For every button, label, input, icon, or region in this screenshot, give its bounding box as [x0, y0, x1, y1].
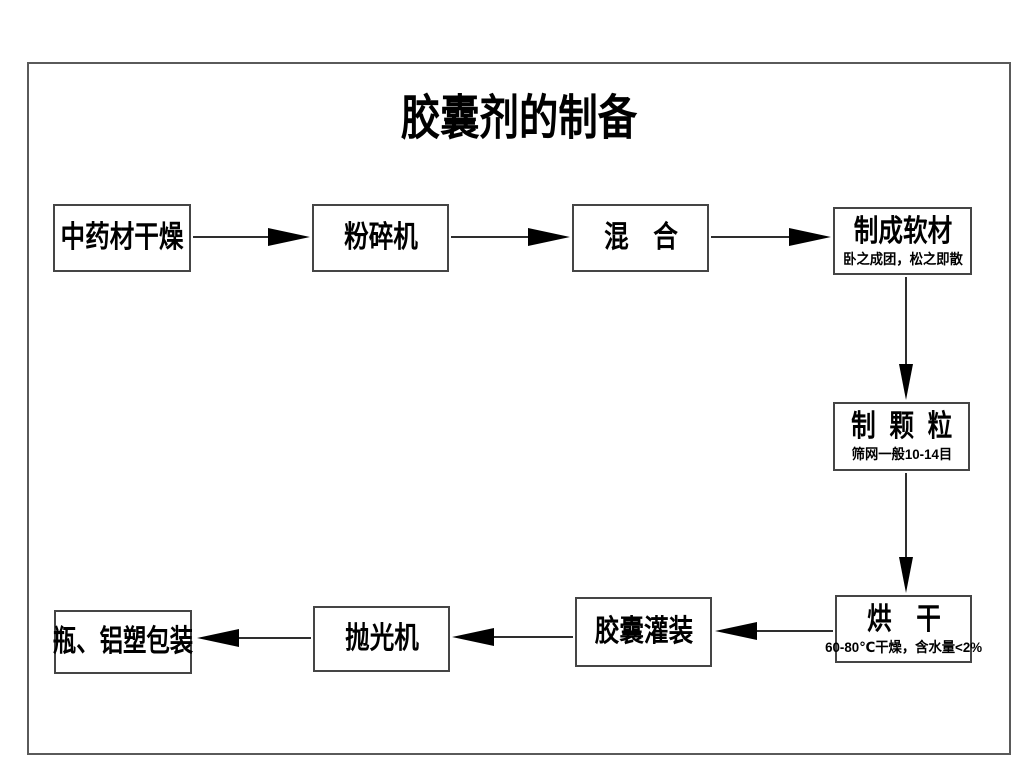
arrow-shaft [711, 236, 791, 238]
arrowhead-left-icon [452, 628, 494, 646]
node-capsule-filling: 胶囊灌装 [575, 597, 712, 667]
arrow-shaft [905, 473, 907, 559]
node-oven-drying: 烘 干 60-80℃干燥，含水量<2% [825, 595, 982, 663]
diagram-title: 胶囊剂的制备 [400, 92, 638, 145]
node-label: 烘 干 [866, 602, 941, 636]
node-note: 60-80℃干燥，含水量<2% [825, 638, 982, 655]
node-label: 瓶、铝塑包装 [52, 625, 194, 658]
arrowhead-left-icon [197, 629, 239, 647]
arrow-soft-material-to-granulation [899, 277, 913, 400]
node-packaging: 瓶、铝塑包装 [52, 610, 194, 674]
node-label: 抛光机 [344, 622, 419, 655]
node-crusher: 粉碎机 [312, 204, 449, 272]
arrow-crusher-to-mixing [451, 228, 570, 246]
arrowhead-left-icon [715, 622, 757, 640]
arrow-filling-to-polisher [452, 628, 573, 646]
node-soft-material: 制成软材 卧之成团，松之即散 [833, 207, 972, 275]
arrow-shaft [755, 630, 833, 632]
arrowhead-right-icon [268, 228, 310, 246]
node-granulation: 制 颗 粒 筛网一般10-14目 [833, 402, 970, 471]
arrow-oven-to-filling [715, 622, 833, 640]
node-label: 中药材干燥 [60, 221, 184, 254]
arrow-drying-to-crusher [193, 228, 310, 246]
arrowhead-right-icon [789, 228, 831, 246]
node-raw-material-drying: 中药材干燥 [53, 204, 191, 272]
arrow-polisher-to-packaging [197, 629, 311, 647]
arrow-shaft [451, 236, 530, 238]
arrow-shaft [237, 637, 311, 639]
node-note: 卧之成团，松之即散 [842, 250, 963, 267]
node-label: 混 合 [603, 221, 678, 254]
arrow-mixing-to-soft-material [711, 228, 831, 246]
node-label: 胶囊灌装 [594, 615, 693, 648]
node-label: 制 颗 粒 [850, 410, 953, 443]
node-polisher: 抛光机 [313, 606, 450, 672]
arrowhead-right-icon [528, 228, 570, 246]
arrow-shaft [905, 277, 907, 366]
arrowhead-down-icon [899, 364, 913, 400]
node-label: 粉碎机 [343, 221, 418, 254]
node-label: 制成软材 [853, 214, 952, 248]
arrow-shaft [492, 636, 573, 638]
arrow-granulation-to-oven [899, 473, 913, 593]
arrow-shaft [193, 236, 270, 238]
arrowhead-down-icon [899, 557, 913, 593]
node-mixing: 混 合 [572, 204, 709, 272]
node-note: 筛网一般10-14目 [851, 446, 952, 462]
